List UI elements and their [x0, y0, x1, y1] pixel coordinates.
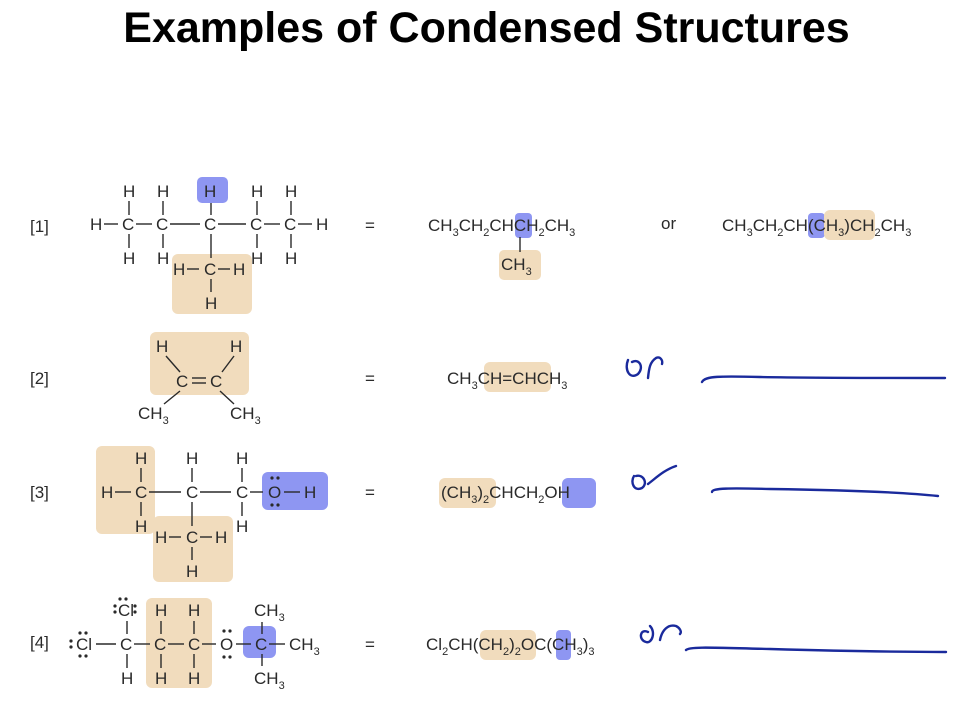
highlight-ch2-2-tan — [480, 630, 536, 660]
svg-text:H: H — [123, 249, 135, 268]
svg-text:H: H — [316, 215, 328, 234]
svg-text:C: C — [250, 215, 262, 234]
example-1: [1] H H H H H H C C C C C H H — [30, 177, 911, 314]
svg-text:C: C — [255, 635, 267, 654]
svg-text:CH3: CH3 — [230, 404, 261, 427]
svg-text:CH3: CH3 — [254, 601, 285, 624]
svg-text:C: C — [204, 260, 216, 279]
svg-text:CH3: CH3 — [289, 635, 320, 658]
svg-text:H: H — [155, 669, 167, 688]
highlight-oh-blue — [262, 472, 328, 510]
svg-text:CH3CH2CHCH2CH3: CH3CH2CHCH2CH3 — [428, 216, 575, 239]
handwritten-blank-line-2 — [700, 375, 947, 384]
svg-text:C: C — [284, 215, 296, 234]
highlight-c-condensed-blue — [556, 630, 571, 660]
svg-text:C: C — [236, 483, 248, 502]
svg-text:H: H — [188, 601, 200, 620]
highlight-ch3-tan — [96, 446, 155, 534]
highlight-ch3-2-tan — [439, 478, 496, 508]
slide-title: Examples of Condensed Structures — [123, 4, 850, 52]
svg-text:H: H — [155, 528, 167, 547]
svg-text:O: O — [220, 635, 233, 654]
svg-text:CH3: CH3 — [138, 404, 169, 427]
svg-text:C: C — [186, 528, 198, 547]
highlight-ch3-tan — [499, 250, 541, 280]
svg-text:H: H — [173, 260, 185, 279]
highlight-h-blue — [197, 177, 228, 203]
example-label-3: [3] — [30, 483, 49, 502]
example-label-4: [4] — [30, 633, 49, 652]
svg-text:Cl2CH(CH2)2OC(CH3)3: Cl2CH(CH2)2OC(CH3)3 — [426, 635, 595, 658]
handwritten-or-4 — [639, 624, 682, 644]
svg-text:C: C — [210, 372, 222, 391]
example-4: [4] Cl H H CH3 Cl C C C O — [30, 597, 948, 692]
svg-text:H: H — [285, 182, 297, 201]
highlight-c-blue — [243, 626, 276, 658]
svg-text:C: C — [120, 635, 132, 654]
example-label-1: [1] — [30, 217, 49, 236]
equals-sign-4: = — [365, 635, 375, 654]
svg-text:C: C — [135, 483, 147, 502]
svg-text:Cl: Cl — [76, 635, 92, 654]
highlight-alkene-tan — [150, 332, 249, 395]
svg-text:CH3: CH3 — [501, 255, 532, 278]
equals-sign-3: = — [365, 483, 375, 502]
svg-text:H: H — [135, 449, 147, 468]
svg-text:O: O — [268, 483, 281, 502]
svg-text:H: H — [251, 249, 263, 268]
svg-text:H: H — [285, 249, 297, 268]
svg-text:CH3CH=CHCH3: CH3CH=CHCH3 — [447, 369, 567, 392]
svg-text:H: H — [236, 449, 248, 468]
highlight-oh-condensed-blue — [562, 478, 596, 508]
svg-text:H: H — [155, 601, 167, 620]
svg-text:H: H — [123, 182, 135, 201]
svg-text:H: H — [135, 517, 147, 536]
svg-text:H: H — [236, 517, 248, 536]
equals-sign-2: = — [365, 369, 375, 388]
svg-text:C: C — [204, 215, 216, 234]
svg-text:H: H — [156, 337, 168, 356]
svg-text:H: H — [90, 215, 102, 234]
svg-text:H: H — [188, 669, 200, 688]
svg-text:C: C — [188, 635, 200, 654]
svg-text:C: C — [156, 215, 168, 234]
highlight-ch-ch-tan — [484, 362, 551, 392]
svg-text:H: H — [157, 182, 169, 201]
highlight-ch3-tan-alt — [824, 210, 875, 240]
svg-text:CH3: CH3 — [254, 669, 285, 692]
handwritten-blank-line-3 — [710, 487, 940, 498]
equals-sign-1: = — [365, 216, 375, 235]
svg-text:CH3CH2CH(CH3)CH2CH3: CH3CH2CH(CH3)CH2CH3 — [722, 216, 911, 239]
handwritten-or-2 — [625, 356, 664, 380]
svg-text:C: C — [122, 215, 134, 234]
example-label-2: [2] — [30, 369, 49, 388]
svg-text:H: H — [101, 483, 113, 502]
svg-text:H: H — [186, 449, 198, 468]
svg-text:H: H — [157, 249, 169, 268]
svg-text:H: H — [233, 260, 245, 279]
svg-text:Cl: Cl — [118, 601, 134, 620]
handwritten-blank-line-4 — [684, 646, 948, 654]
svg-text:H: H — [230, 337, 242, 356]
highlight-ch2-ch2-tan — [146, 598, 212, 688]
highlight-ch3-branch-tan — [153, 516, 233, 582]
svg-text:H: H — [304, 483, 316, 502]
svg-text:H: H — [205, 294, 217, 313]
highlight-ch-blue — [515, 213, 532, 238]
svg-text:H: H — [121, 669, 133, 688]
svg-text:H: H — [251, 182, 263, 201]
svg-text:H: H — [204, 182, 216, 201]
svg-text:H: H — [215, 528, 227, 547]
example-2: [2] H H C C CH3 CH3 = CH3CH=CHCH3 — [30, 332, 947, 427]
highlight-ch-blue-alt — [808, 213, 825, 238]
handwritten-or-3 — [631, 464, 678, 491]
svg-text:C: C — [154, 635, 166, 654]
svg-text:C: C — [186, 483, 198, 502]
svg-text:H: H — [186, 562, 198, 581]
example-3: [3] H H H H C C C O H H H H C H — [30, 446, 940, 582]
or-label: or — [661, 214, 676, 233]
svg-text:C: C — [176, 372, 188, 391]
